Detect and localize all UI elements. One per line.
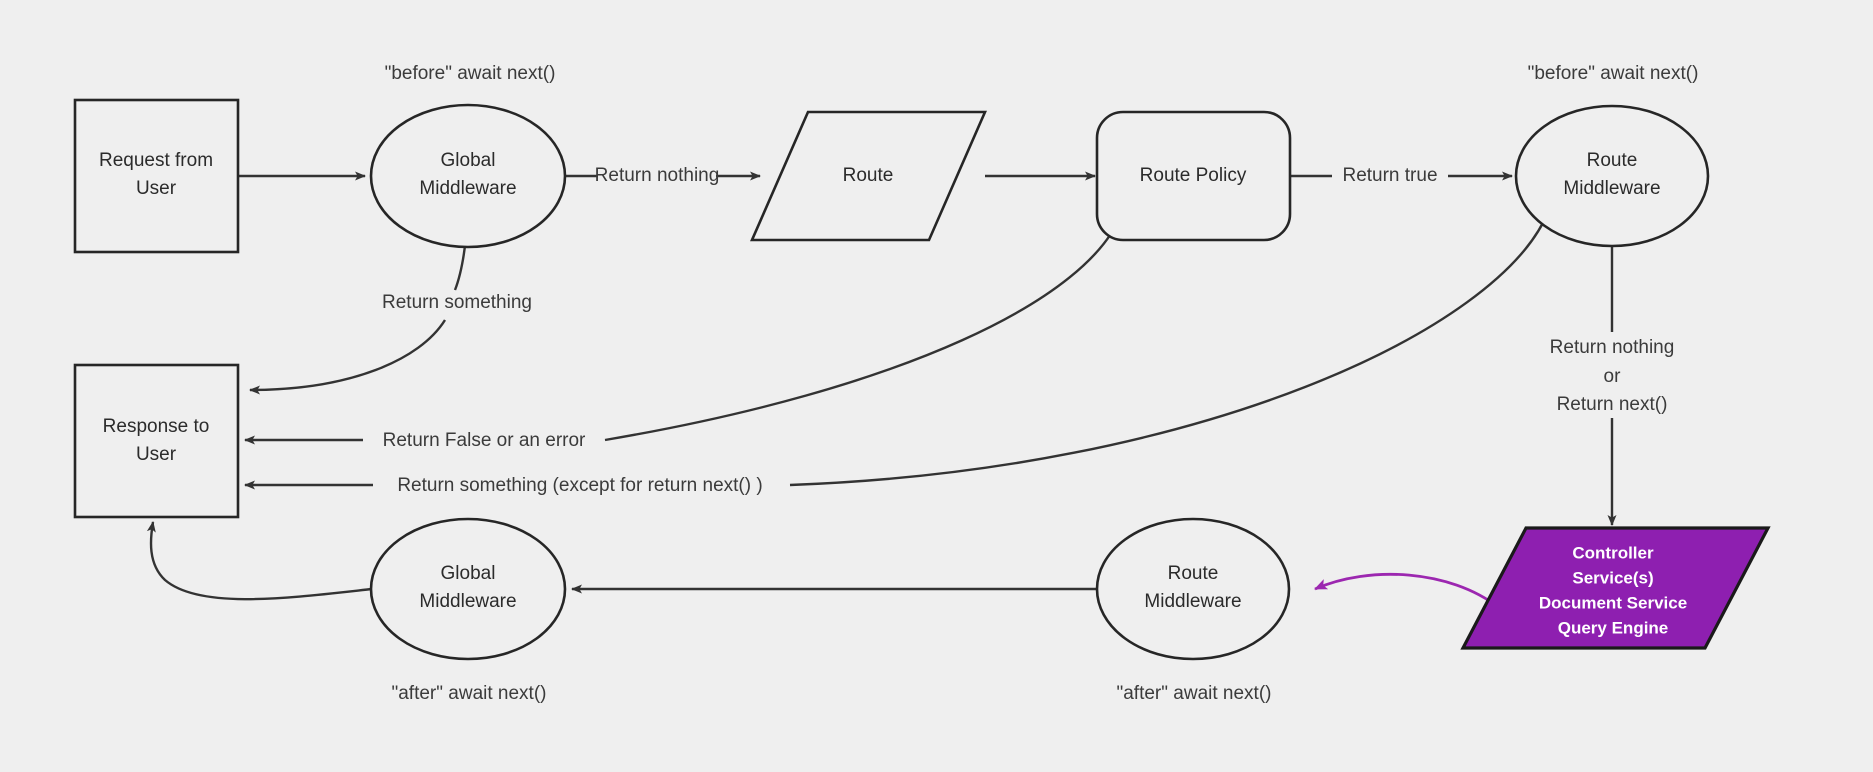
node-request-from-user[interactable] [73,98,240,254]
node-request-from-user-line1: Request from [99,150,213,171]
edge-label-return-nothing-or-next-line1: Return nothing [1550,337,1675,358]
node-route-middleware-bottom[interactable] [1095,517,1291,661]
node-route-label: Route [843,165,894,186]
node-response-to-user[interactable] [73,363,240,519]
node-controller-services[interactable] [1460,526,1771,650]
annotation-after-await-next-route: "after" await next() [1117,683,1272,704]
node-route-policy-label: Route Policy [1140,165,1247,186]
node-route-middleware-top-line1: Route [1587,150,1638,171]
edge-label-return-false-or-error: Return False or an error [383,430,586,451]
edge-label-return-something: Return something [382,292,532,313]
edge-label-return-nothing-or-next-line2: or [1604,366,1622,387]
node-route-policy[interactable] [1095,110,1292,242]
node-global-middleware-bottom[interactable] [369,517,567,661]
node-controller-services-line3: Document Service [1539,593,1687,612]
node-global-middleware-top[interactable] [369,103,567,249]
edge-label-return-true: Return true [1342,165,1437,186]
node-route[interactable] [750,110,987,242]
node-response-to-user-line1: Response to [103,416,210,437]
annotation-after-await-next-global: "after" await next() [392,683,547,704]
annotation-before-await-next-global: "before" await next() [385,63,556,84]
node-global-middleware-bottom-line1: Global [441,563,496,584]
node-controller-services-line1: Controller [1572,543,1654,562]
edge-global-middleware-to-response-lower [249,319,447,395]
edge-label-return-nothing-or-next-line3: Return next() [1557,394,1668,415]
node-global-middleware-top-line2: Middleware [419,178,516,199]
node-controller-services-line4: Query Engine [1558,618,1669,637]
node-response-to-user-line2: User [136,444,177,465]
edge-route-policy-to-response-curve [604,211,1124,442]
edge-controller-to-route-middleware-bottom [1314,572,1499,609]
edge-label-return-something-except: Return something (except for return next… [397,475,762,496]
node-route-middleware-bottom-line1: Route [1168,563,1219,584]
annotation-before-await-next-route: "before" await next() [1528,63,1699,84]
node-route-middleware-top-line2: Middleware [1563,178,1660,199]
node-route-middleware-top[interactable] [1514,104,1710,248]
node-global-middleware-top-line1: Global [441,150,496,171]
edge-label-return-nothing: Return nothing [595,165,720,186]
edge-global-middleware-bottom-to-response [146,521,373,601]
edge-route-middleware-to-response-curve [789,211,1550,487]
node-request-from-user-line2: User [136,178,177,199]
node-global-middleware-bottom-line2: Middleware [419,591,516,612]
node-controller-services-line2: Service(s) [1572,568,1653,587]
node-route-middleware-bottom-line2: Middleware [1144,591,1241,612]
